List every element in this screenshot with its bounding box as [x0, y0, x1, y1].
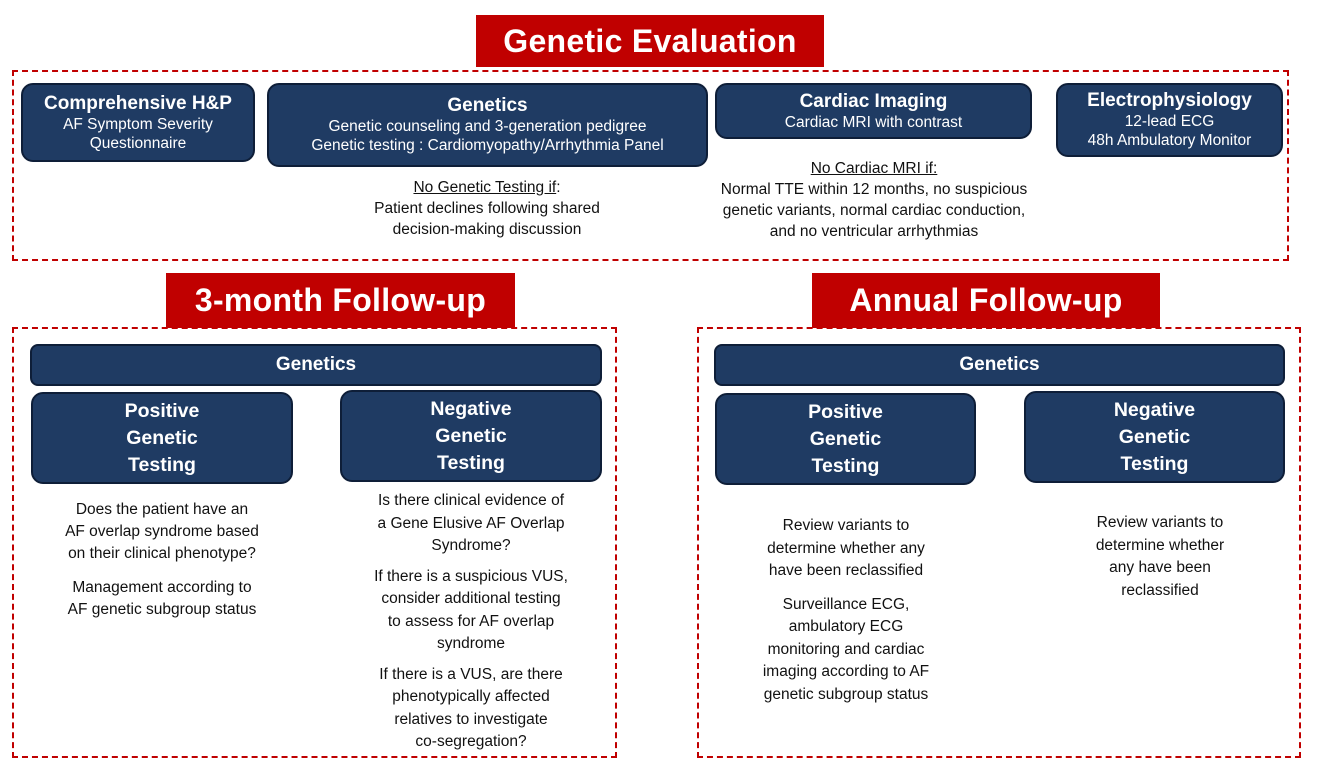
- no-cardiac-mri-line: Normal TTE within 12 months, no suspicio…: [720, 181, 1028, 198]
- text-line: genetic subgroup status: [763, 685, 929, 703]
- no-genetic-testing-line: decision-making discussion: [392, 221, 582, 238]
- text-block: Is there clinical evidence of a Gene Elu…: [331, 490, 611, 558]
- text-line: reclassified: [1121, 581, 1199, 599]
- comprehensive-hp-box: Comprehensive H&P AF Symptom Severity Qu…: [21, 83, 255, 162]
- text-line: monitoring and cardiac: [767, 640, 925, 658]
- annual-positive-text: Review variants to determine whether any…: [720, 515, 972, 706]
- no-genetic-testing-line: Patient declines following shared: [374, 200, 600, 217]
- text-line: determine whether: [1095, 536, 1225, 554]
- annual-followup-section: [697, 327, 1301, 758]
- no-cardiac-mri-heading: No Cardiac MRI if:: [810, 160, 938, 177]
- text-block: Management according to AF genetic subgr…: [31, 577, 293, 621]
- text-line: co-segregation?: [415, 733, 527, 750]
- negative-genetic-testing-line: Genetic: [435, 424, 507, 447]
- electrophysiology-line: 48h Ambulatory Monitor: [1087, 132, 1252, 149]
- genetics-evaluation-line: Genetic counseling and 3-generation pedi…: [328, 118, 647, 135]
- text-block: Surveillance ECG, ambulatory ECG monitor…: [720, 594, 972, 707]
- genetic-evaluation-banner: Genetic Evaluation: [476, 15, 824, 67]
- text-line: Review variants to: [1096, 514, 1224, 531]
- genetic-evaluation-section: [12, 70, 1289, 261]
- text-line: determine whether any: [767, 539, 925, 557]
- three-month-negative-text: Is there clinical evidence of a Gene Elu…: [331, 490, 611, 754]
- positive-genetic-testing-line: Testing: [128, 453, 196, 476]
- three-month-genetics-label: Genetics: [275, 354, 357, 375]
- annual-followup-banner: Annual Follow-up: [812, 273, 1160, 328]
- text-block: Review variants to determine whether any…: [720, 515, 972, 583]
- text-line: Does the patient have an: [75, 501, 249, 518]
- text-line: have been reclassified: [768, 562, 924, 579]
- comprehensive-hp-line: Questionnaire: [89, 134, 187, 152]
- text-line: imaging according to AF: [762, 663, 930, 680]
- genetics-evaluation-title: Genetics: [447, 95, 528, 116]
- cardiac-imaging-box: Cardiac Imaging Cardiac MRI with contras…: [715, 83, 1032, 139]
- no-cardiac-mri-line: and no ventricular arrhythmias: [769, 223, 979, 240]
- positive-genetic-testing-line: Positive: [808, 400, 883, 423]
- positive-genetic-testing-line: Positive: [124, 399, 200, 422]
- cardiac-imaging-line: Cardiac MRI with contrast: [784, 113, 963, 131]
- annual-negative-box: Negative Genetic Testing: [1024, 391, 1285, 483]
- no-cardiac-mri-note: No Cardiac MRI if: Normal TTE within 12 …: [684, 158, 1064, 242]
- no-genetic-testing-colon: :: [556, 179, 561, 196]
- text-line: Management according to: [72, 579, 252, 596]
- text-line: If there is a VUS, are there: [379, 665, 563, 683]
- text-line: If there is a suspicious VUS,: [374, 567, 568, 585]
- genetics-evaluation-box: Genetics Genetic counseling and 3-genera…: [267, 83, 708, 167]
- negative-genetic-testing-line: Negative: [430, 397, 512, 420]
- text-line: syndrome: [436, 635, 506, 652]
- three-month-followup-section: [12, 327, 617, 758]
- text-block: Does the patient have an AF overlap synd…: [31, 499, 293, 565]
- text-line: any have been: [1109, 559, 1211, 576]
- three-month-followup-banner: 3-month Follow-up: [166, 273, 515, 328]
- text-line: Syndrome?: [431, 537, 511, 554]
- three-month-positive-box: Positive Genetic Testing: [31, 392, 293, 484]
- text-line: ambulatory ECG: [788, 618, 904, 635]
- text-line: Review variants to: [782, 517, 910, 534]
- text-line: relatives to investigate: [394, 710, 548, 728]
- text-line: Is there clinical evidence of: [377, 492, 565, 509]
- electrophysiology-title: Electrophysiology: [1087, 90, 1252, 111]
- genetics-evaluation-line: Genetic testing : Cardiomyopathy/Arrhyth…: [311, 137, 664, 154]
- positive-genetic-testing-line: Genetic: [126, 426, 198, 449]
- no-genetic-testing-heading: No Genetic Testing if: [413, 179, 557, 196]
- annual-genetics-label: Genetics: [959, 354, 1040, 375]
- text-line: on their clinical phenotype?: [68, 545, 256, 562]
- text-block: Review variants to determine whether any…: [1034, 512, 1286, 602]
- text-line: a Gene Elusive AF Overlap: [377, 514, 565, 532]
- text-block: If there is a suspicious VUS, consider a…: [331, 566, 611, 656]
- text-line: to assess for AF overlap: [387, 612, 555, 630]
- text-line: consider additional testing: [381, 590, 561, 607]
- no-genetic-testing-note: No Genetic Testing if: Patient declines …: [312, 177, 662, 240]
- positive-genetic-testing-line: Testing: [811, 454, 880, 477]
- three-month-positive-text: Does the patient have an AF overlap synd…: [31, 499, 293, 621]
- text-line: phenotypically affected: [392, 688, 550, 705]
- text-line: AF overlap syndrome based: [65, 523, 259, 540]
- electrophysiology-line: 12-lead ECG: [1124, 113, 1215, 130]
- negative-genetic-testing-line: Genetic: [1118, 425, 1191, 448]
- negative-genetic-testing-line: Testing: [437, 451, 505, 474]
- comprehensive-hp-title: Comprehensive H&P: [44, 92, 232, 114]
- three-month-negative-box: Negative Genetic Testing: [340, 390, 602, 482]
- annual-positive-box: Positive Genetic Testing: [715, 393, 976, 485]
- three-month-genetics-bar: Genetics: [30, 344, 602, 386]
- negative-genetic-testing-line: Negative: [1113, 398, 1196, 421]
- cardiac-imaging-title: Cardiac Imaging: [799, 90, 948, 112]
- text-block: If there is a VUS, are there phenotypica…: [331, 664, 611, 754]
- comprehensive-hp-line: AF Symptom Severity: [63, 115, 213, 133]
- text-line: AF genetic subgroup status: [67, 601, 257, 618]
- text-line: Surveillance ECG,: [782, 595, 910, 613]
- annual-negative-text: Review variants to determine whether any…: [1034, 512, 1286, 602]
- positive-genetic-testing-line: Genetic: [809, 427, 882, 450]
- negative-genetic-testing-line: Testing: [1120, 452, 1189, 475]
- electrophysiology-box: Electrophysiology 12-lead ECG 48h Ambula…: [1056, 83, 1283, 157]
- annual-genetics-bar: Genetics: [714, 344, 1285, 386]
- no-cardiac-mri-line: genetic variants, normal cardiac conduct…: [722, 202, 1026, 219]
